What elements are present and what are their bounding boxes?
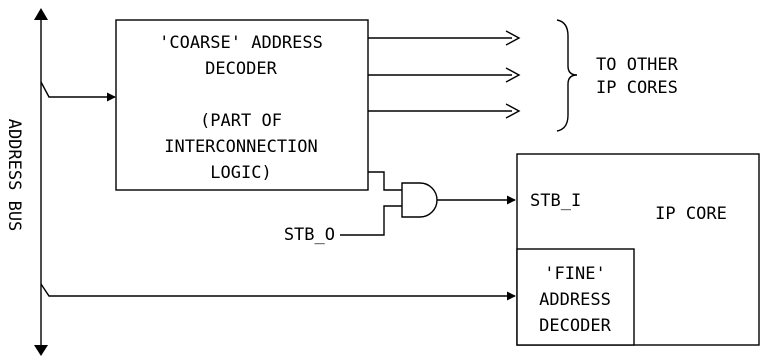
coarse-decoder-line-6: LOGIC) (210, 163, 271, 183)
coarse-decoder-block: 'COARSE' ADDRESS DECODER (PART OF INTERC… (115, 19, 369, 191)
other-cores-line-2: IP CORES (596, 78, 678, 98)
bus-top-arrow-icon (34, 8, 48, 20)
and-gate-block: STB_O (284, 171, 516, 245)
decoder-to-gate-wire (368, 171, 402, 191)
and-gate-icon (401, 182, 438, 218)
ip-core-title: IP CORE (655, 204, 727, 224)
other-cores-line-1: TO OTHER (596, 55, 679, 75)
fine-decoder-line-2: ADDRESS (539, 290, 611, 310)
bus-label: ADDRESS BUS (4, 119, 24, 232)
bus-to-coarse-decoder-wire (40, 81, 116, 102)
coarse-decoder-line-4: (PART OF (200, 111, 282, 131)
output-arrow-3-icon (505, 103, 521, 119)
stb-o-wire (340, 205, 402, 236)
coarse-decoder-line-5: INTERCONNECTION (164, 137, 318, 157)
fine-decoder-box (516, 248, 635, 346)
output-arrow-2-icon (505, 67, 521, 83)
coarse-decoder-line-1: 'COARSE' ADDRESS (159, 33, 323, 53)
bus-bottom-arrow-icon (34, 345, 48, 356)
coarse-decoder-box (115, 19, 369, 191)
stb-i-label: STB_I (530, 191, 581, 211)
address-bus: ADDRESS BUS (4, 8, 48, 356)
other-core-outputs: TO OTHER IP CORES (368, 19, 679, 132)
stb-o-label: STB_O (284, 225, 335, 245)
fine-decoder-line-3: DECODER (539, 316, 611, 336)
ip-core-block: STB_I IP CORE 'FINE' ADDRESS DECODER (516, 153, 760, 346)
brace-icon (556, 19, 578, 132)
output-arrow-1-icon (505, 30, 521, 46)
bus-to-fine-decoder-wire (40, 283, 516, 301)
coarse-decoder-line-2: DECODER (205, 59, 277, 79)
fine-decoder-line-1: 'FINE' (544, 264, 605, 284)
